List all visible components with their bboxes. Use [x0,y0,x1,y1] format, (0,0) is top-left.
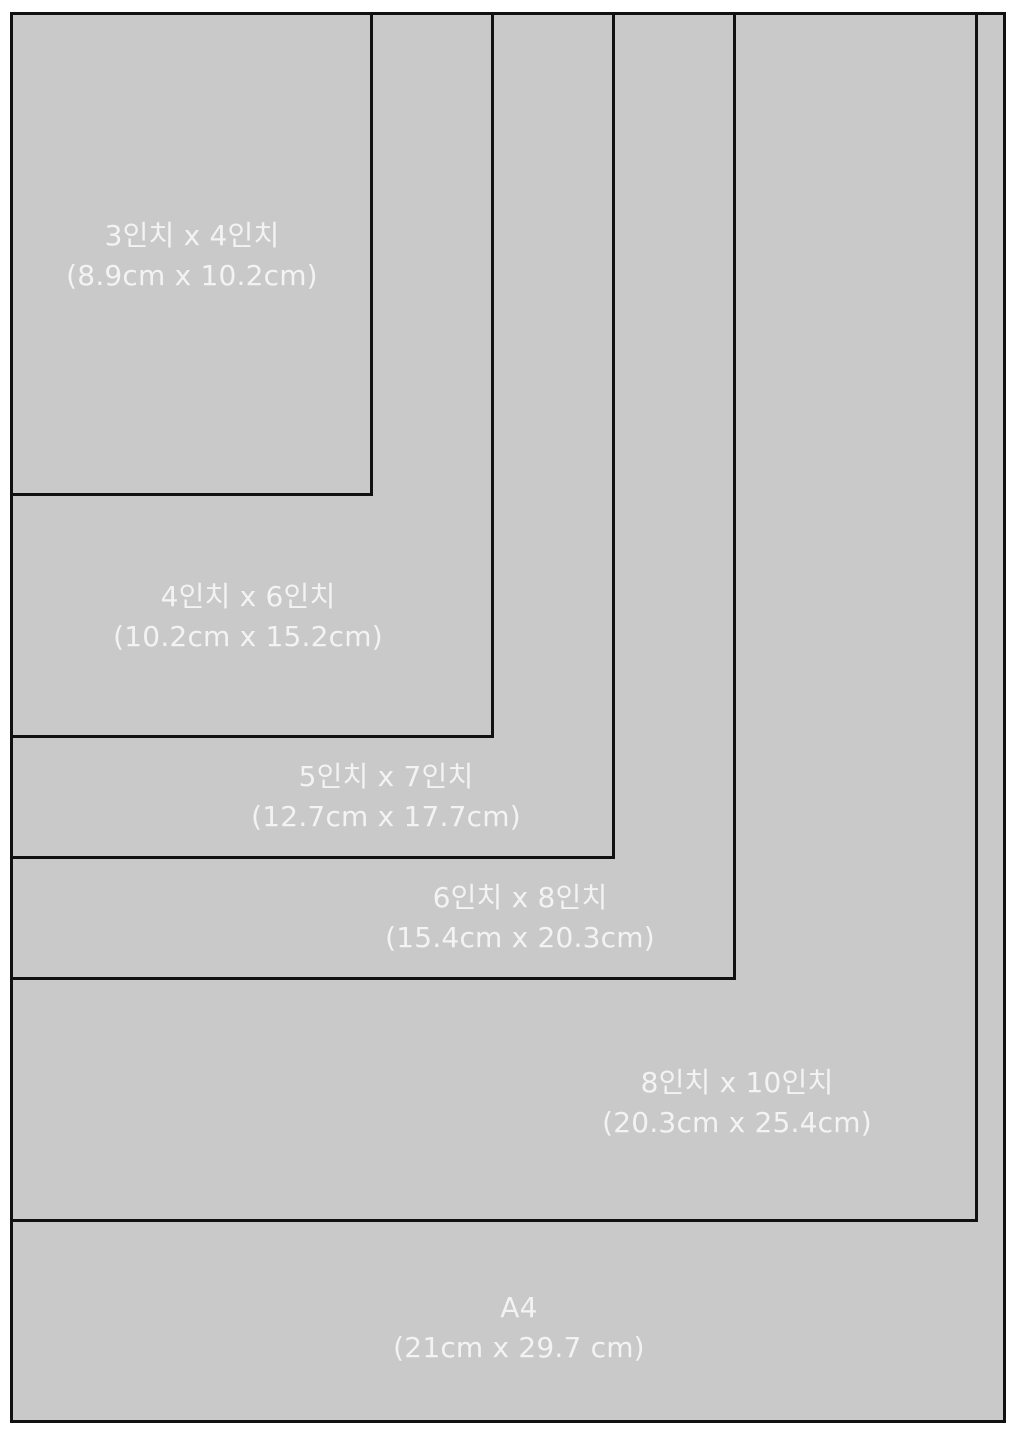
size-metric-a4: (21cm x 29.7 cm) [393,1331,645,1364]
size-metric-4x6: (10.2cm x 15.2cm) [113,620,383,653]
size-metric-6x8: (15.4cm x 20.3cm) [385,921,655,954]
size-box-3x4 [13,15,373,496]
size-label-3x4: 3인치 x 4인치 (8.9cm x 10.2cm) [66,216,318,296]
size-box-4x6 [13,15,494,738]
size-name-3x4: 3인치 x 4인치 [104,219,280,252]
size-box-8x10 [13,15,978,1222]
size-label-8x10: 8인치 x 10인치 (20.3cm x 25.4cm) [602,1063,872,1143]
size-label-4x6: 4인치 x 6인치 (10.2cm x 15.2cm) [113,577,383,657]
a4-sheet: 3인치 x 4인치 (8.9cm x 10.2cm) 4인치 x 6인치 (10… [10,12,1006,1423]
size-box-5x7 [13,15,615,859]
size-label-6x8: 6인치 x 8인치 (15.4cm x 20.3cm) [385,878,655,958]
size-name-5x7: 5인치 x 7인치 [298,760,474,793]
size-name-8x10: 8인치 x 10인치 [640,1066,834,1099]
size-box-6x8 [13,15,736,980]
size-name-4x6: 4인치 x 6인치 [160,580,336,613]
size-metric-8x10: (20.3cm x 25.4cm) [602,1106,872,1139]
size-label-a4: A4 (21cm x 29.7 cm) [393,1288,645,1368]
size-label-5x7: 5인치 x 7인치 (12.7cm x 17.7cm) [251,757,521,837]
size-metric-5x7: (12.7cm x 17.7cm) [251,800,521,833]
size-name-6x8: 6인치 x 8인치 [432,881,608,914]
size-metric-3x4: (8.9cm x 10.2cm) [66,259,318,292]
size-name-a4: A4 [500,1291,538,1324]
